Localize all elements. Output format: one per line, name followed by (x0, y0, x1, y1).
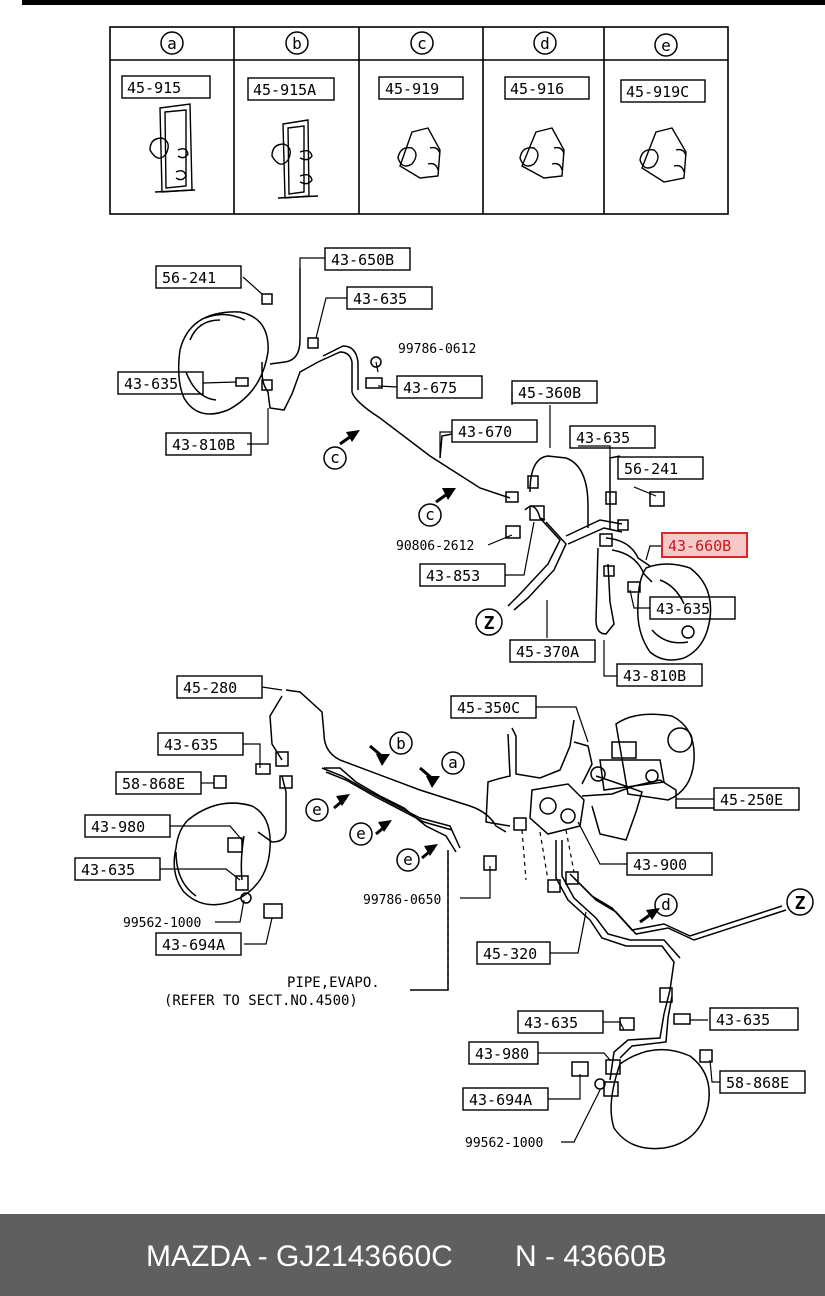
clip-part-a: 45-915 (127, 79, 181, 97)
label-43-635-lower-2: 43-635 (81, 861, 135, 879)
clip-part-b: 45-915A (253, 81, 316, 99)
front-left-caliper-drawing (177, 311, 269, 415)
label-43-650B: 43-650B (331, 251, 394, 269)
callout-a: a (448, 753, 458, 772)
label-43-980-left: 43-980 (91, 818, 145, 836)
label-43-670: 43-670 (458, 423, 512, 441)
callout-e-2: e (356, 824, 366, 843)
label-45-350C: 45-350C (457, 699, 520, 717)
label-43-635-lower-1: 43-635 (164, 736, 218, 754)
clip-c-icon (397, 127, 441, 179)
clip-part-c: 45-919 (385, 80, 439, 98)
label-99786-0612: 99786-0612 (398, 342, 476, 357)
label-43-635-upper-1: 43-635 (353, 290, 407, 308)
front-fittings (235, 293, 665, 593)
clip-b-icon (271, 119, 319, 199)
label-43-810B-right: 43-810B (623, 667, 686, 685)
label-99562-1000-left: 99562-1000 (123, 916, 201, 931)
label-45-360B: 45-360B (518, 384, 581, 402)
footer-part-number: MAZDA - GJ2143660C (146, 1240, 453, 1273)
clip-part-e: 45-919C (626, 83, 689, 101)
label-43-635-upper-4: 43-635 (656, 600, 710, 618)
label-56-241-upper: 56-241 (162, 269, 216, 287)
top-rule (22, 0, 825, 5)
clip-d-icon (519, 127, 565, 179)
footer-bar: MAZDA - GJ2143660C N - 43660B (0, 1214, 825, 1296)
label-refer-sect: (REFER TO SECT.NO.4500) (164, 993, 358, 1009)
callout-circles (305, 446, 814, 917)
clip-letter-d: d (540, 34, 550, 53)
front-right-caliper-drawing (637, 563, 712, 661)
rear-fittings (213, 751, 713, 1090)
label-45-320: 45-320 (483, 945, 537, 963)
clip-e-icon (639, 127, 687, 183)
clip-letter-a: a (167, 34, 177, 53)
flow-arrows-upper (339, 430, 456, 504)
footer-diagram-number: N - 43660B (515, 1240, 667, 1273)
label-56-241-right: 56-241 (624, 460, 678, 478)
label-43-980-right: 43-980 (475, 1045, 529, 1063)
clip-a-icon (149, 103, 196, 193)
label-43-853: 43-853 (426, 567, 480, 585)
label-45-250E: 45-250E (720, 791, 783, 809)
clip-letter-b: b (292, 34, 302, 53)
clip-letter-c: c (417, 34, 427, 53)
label-43-660B-highlighted: 43-660B (668, 537, 731, 555)
label-43-635-upper-2: 43-635 (124, 375, 178, 393)
label-43-694A-right: 43-694A (469, 1091, 532, 1109)
label-43-900: 43-900 (633, 856, 687, 874)
label-58-868E-left: 58-868E (122, 775, 185, 793)
label-90806-2612: 90806-2612 (396, 539, 474, 554)
label-99562-1000-right: 99562-1000 (465, 1136, 543, 1151)
rear-brake-lines (240, 689, 787, 1081)
proportioning-valve-drawing (513, 783, 585, 835)
callout-c-1: c (330, 448, 340, 467)
master-cylinder-drawing (590, 713, 695, 801)
highlighted-part-box (661, 532, 748, 558)
clip-part-d: 45-916 (510, 80, 564, 98)
label-43-635-upper-3: 43-635 (576, 429, 630, 447)
callout-b: b (396, 734, 406, 753)
callout-e-3: e (403, 850, 413, 869)
label-99786-0650: 99786-0650 (363, 893, 441, 908)
callout-e-1: e (312, 800, 322, 819)
callout-d: d (661, 895, 671, 914)
callout-c-2: c (425, 505, 435, 524)
label-58-868E-right: 58-868E (726, 1074, 789, 1092)
label-43-810B-left: 43-810B (172, 436, 235, 454)
clip-table (109, 26, 729, 215)
evap-dashed-line (447, 829, 575, 990)
callout-z-2: Z (795, 893, 806, 914)
label-pipe-evapo: PIPE,EVAPO. (287, 975, 380, 991)
label-43-694A-left: 43-694A (162, 936, 225, 954)
rear-left-drum-drawing (173, 802, 271, 906)
clip-letter-e: e (661, 36, 671, 55)
label-45-280: 45-280 (183, 679, 237, 697)
leader-lines (160, 257, 720, 1143)
clip-letters: a b c d e (160, 31, 678, 57)
front-brake-lines (261, 268, 653, 635)
label-45-370A: 45-370A (516, 643, 579, 661)
callout-z-1: Z (484, 613, 495, 634)
label-43-635-lower-3: 43-635 (524, 1014, 578, 1032)
label-boxes (74, 247, 806, 1111)
label-43-675: 43-675 (403, 379, 457, 397)
rear-right-drum-drawing (603, 1048, 710, 1150)
label-43-635-lower-4: 43-635 (716, 1011, 770, 1029)
